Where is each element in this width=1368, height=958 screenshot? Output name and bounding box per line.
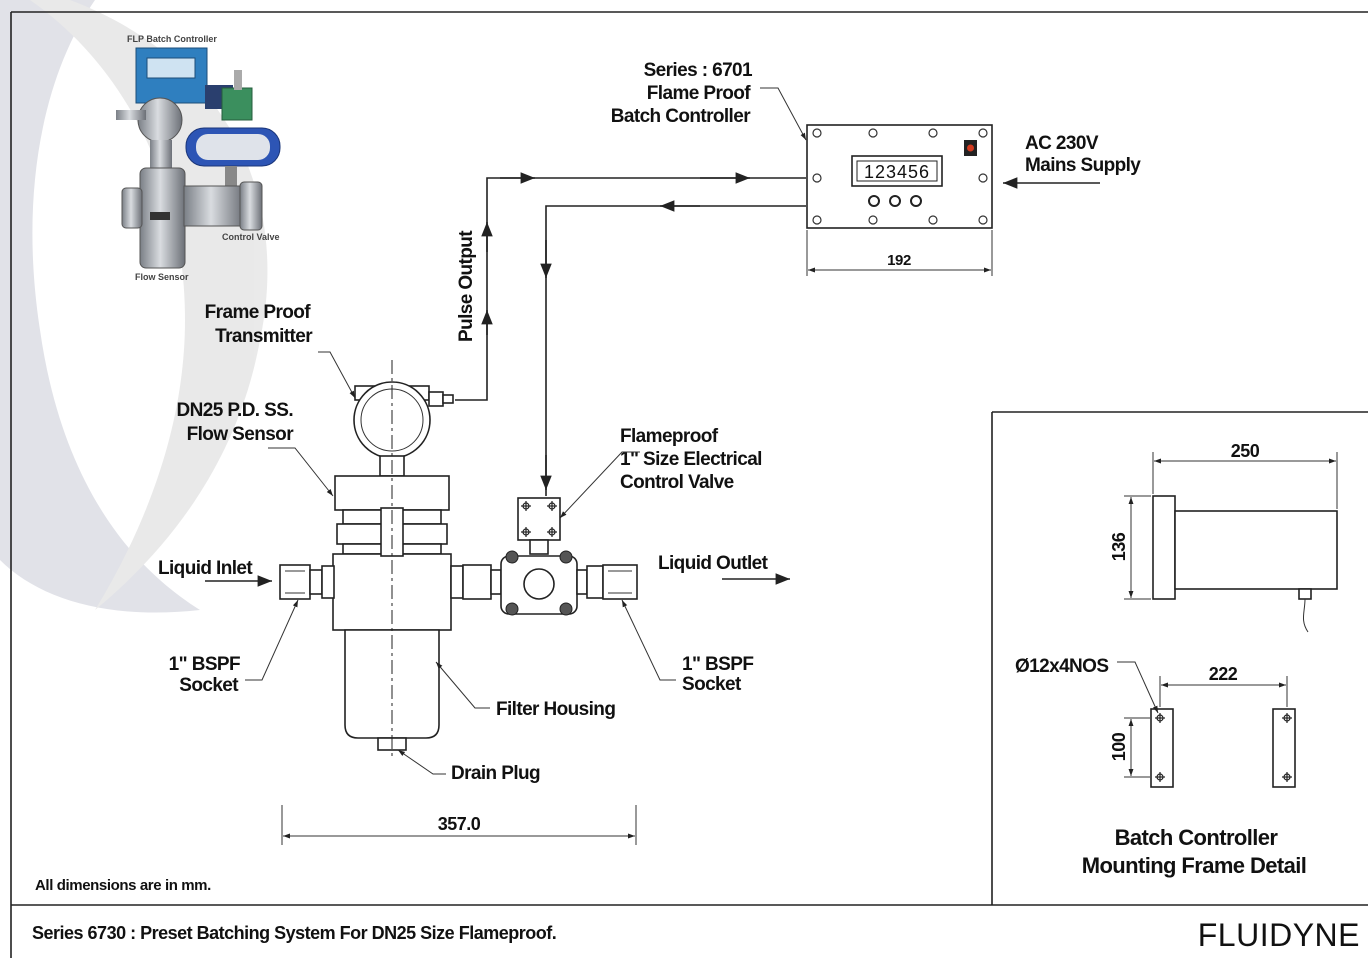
hole-spacing-dim: 222 <box>1209 664 1238 684</box>
transmitter-line2: Transmitter <box>215 326 313 347</box>
mount-height-dim: 136 <box>1109 532 1129 561</box>
batch-controller-box: 123456 192 <box>806 124 993 276</box>
photo-label-valve: Control Valve <box>222 232 280 242</box>
controller-name: Batch Controller <box>611 106 751 127</box>
mount-title-line2: Mounting Frame Detail <box>1082 853 1307 878</box>
supply-label: Mains Supply <box>1025 155 1141 176</box>
pipe-labels: Liquid Inlet Liquid Outlet 1" BSPF Socke… <box>158 553 790 845</box>
liquid-outlet-label: Liquid Outlet <box>658 553 769 574</box>
mount-depth-dim: 250 <box>1231 441 1260 461</box>
socket-left-line2: Socket <box>179 675 239 696</box>
mounting-detail: 250 136 Ø12x4NOS 222 100 Batch Controlle… <box>1015 441 1338 878</box>
valve-line1: Flameproof <box>620 426 719 447</box>
mount-title-line1: Batch Controller <box>1115 825 1279 850</box>
display-value: 123456 <box>864 162 930 182</box>
photo-label-sensor: Flow Sensor <box>135 272 189 282</box>
filter-housing-label: Filter Housing <box>496 699 615 720</box>
transmitter-line1: Frame Proof <box>205 302 312 323</box>
controller-series: Series : 6701 <box>644 60 753 81</box>
control-valve: Flameproof 1" Size Electrical Control Va… <box>500 426 762 616</box>
signal-wiring: Pulse Output <box>455 172 806 496</box>
hole-spec-label: Ø12x4NOS <box>1015 656 1108 677</box>
drawing-title: Series 6730 : Preset Batching System For… <box>32 923 556 943</box>
flow-sensor-body <box>279 360 502 760</box>
title-block: All dimensions are in mm. Series 6730 : … <box>32 877 1360 953</box>
valve-line3: Control Valve <box>620 472 734 493</box>
overall-length-dim: 357.0 <box>438 814 481 834</box>
drain-plug-label: Drain Plug <box>451 763 540 784</box>
sensor-line2: Flow Sensor <box>187 424 295 445</box>
valve-line2: 1" Size Electrical <box>620 449 762 470</box>
socket-left-line1: 1" BSPF <box>169 654 240 675</box>
photo-green-solenoid-icon <box>221 87 253 121</box>
flow-sensor-label: DN25 P.D. SS. Flow Sensor <box>177 400 334 497</box>
brand-logo: FLUIDYNE <box>1198 917 1360 953</box>
controller-label: Series : 6701 Flame Proof Batch Controll… <box>611 60 807 141</box>
sensor-line1: DN25 P.D. SS. <box>177 400 293 421</box>
socket-right-line2: Socket <box>682 674 742 695</box>
socket-right-line1: 1" BSPF <box>682 654 753 675</box>
controller-type: Flame Proof <box>647 83 751 104</box>
pulse-output-label: Pulse Output <box>456 230 477 342</box>
keypad-button-icon <box>868 195 922 207</box>
frame-height-dim: 100 <box>1109 732 1129 761</box>
units-note: All dimensions are in mm. <box>35 877 211 894</box>
mains-supply: AC 230V Mains Supply <box>1003 133 1142 189</box>
drawing-frame <box>10 11 1368 958</box>
mounting-screw-icon <box>812 128 988 225</box>
liquid-inlet-label: Liquid Inlet <box>158 558 253 579</box>
photo-label-controller: FLP Batch Controller <box>127 34 217 44</box>
controller-width-dim: 192 <box>887 252 911 269</box>
supply-voltage: AC 230V <box>1025 133 1099 154</box>
product-photo: FLP Batch Controller Control Valve Flow … <box>116 34 281 282</box>
